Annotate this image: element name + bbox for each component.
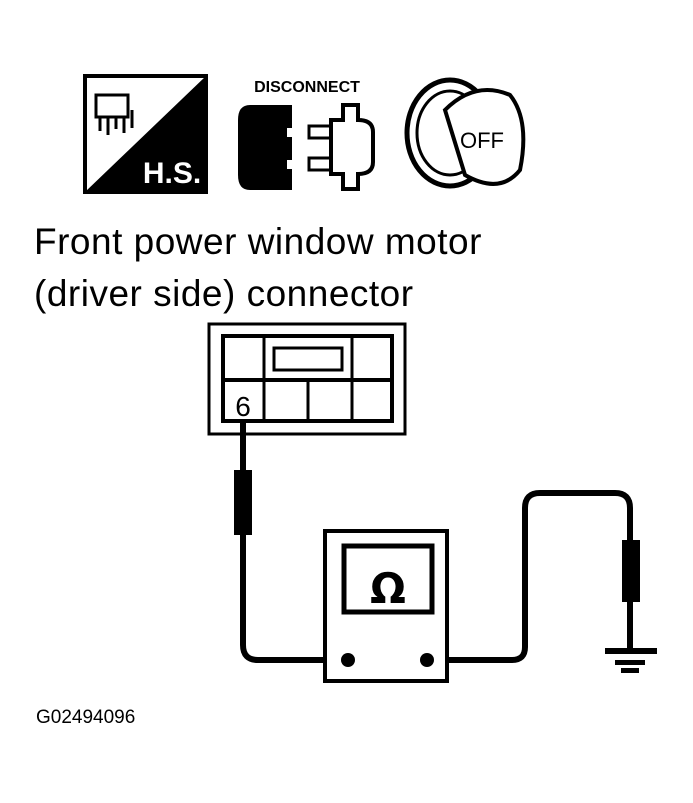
ignition-off-icon: OFF: [404, 77, 526, 189]
ignition-label: OFF: [460, 128, 504, 153]
probe-wire-left: [240, 421, 348, 663]
disconnect-label: DISCONNECT: [254, 79, 360, 96]
disconnect-icon: DISCONNECT: [238, 79, 375, 191]
ground-icon: [605, 648, 657, 673]
title-line-2: (driver side) connector: [34, 273, 414, 314]
terminal-label: 6: [235, 391, 251, 422]
probe-left: [234, 470, 252, 535]
harness-label: H.S.: [143, 157, 201, 190]
probe-wire-right: [427, 490, 633, 663]
title-line-1: Front power window motor: [34, 221, 482, 262]
probe-right: [622, 540, 640, 602]
harness-icon: H.S.: [83, 74, 208, 194]
connector: [207, 322, 407, 436]
ohm-symbol: Ω: [370, 564, 406, 613]
ohmmeter: [323, 529, 449, 683]
figure-code: G02494096: [36, 707, 136, 728]
